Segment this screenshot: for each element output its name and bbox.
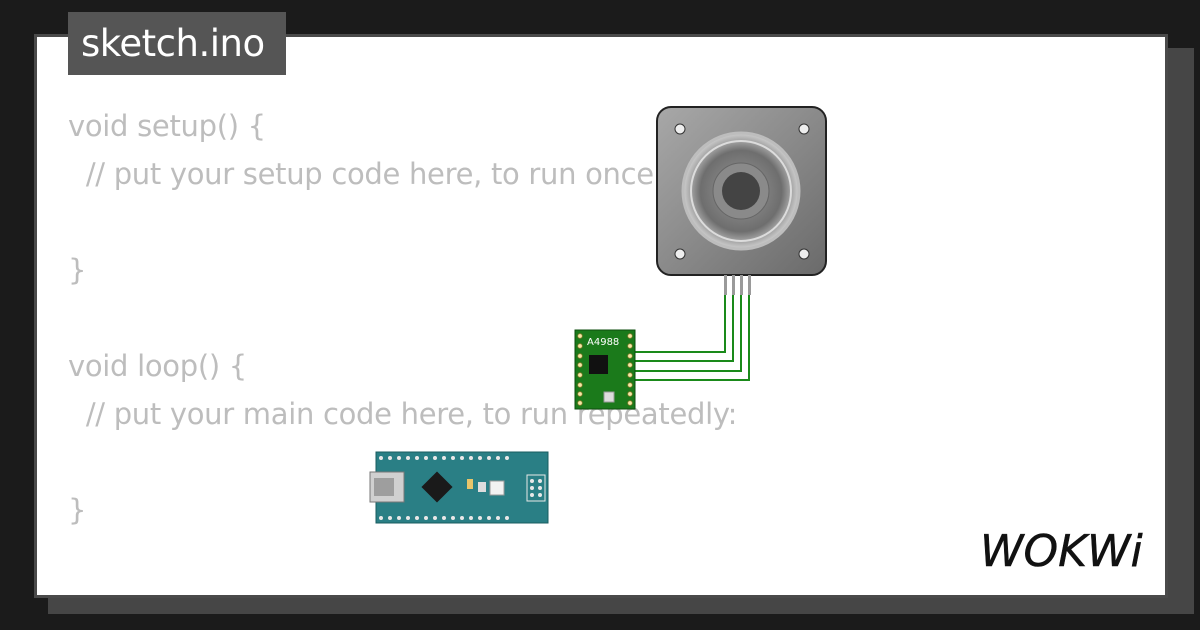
code-editor[interactable]: void setup() { // put your setup code he… [68, 102, 737, 534]
driver-label: A4988 [587, 337, 619, 348]
code-line: } [68, 253, 87, 287]
code-line: void setup() { [68, 109, 266, 143]
code-line: void loop() { [68, 349, 247, 383]
code-line: } [68, 493, 87, 527]
motor-wires [630, 295, 750, 381]
code-line: // put your main code here, to run repea… [68, 397, 738, 431]
arduino-nano[interactable] [369, 451, 549, 524]
filename-label: sketch.ino [81, 22, 265, 65]
filename-tab[interactable]: sketch.ino [68, 12, 286, 75]
stepper-motor[interactable] [656, 106, 827, 295]
wokwi-logo: WOKWi [980, 526, 1144, 574]
wokwi-logo-text: WOKWi [980, 526, 1143, 574]
preview-card [34, 34, 1168, 598]
code-line: // put your setup code here, to run once… [68, 157, 664, 191]
a4988-driver-board[interactable]: A4988 [574, 329, 636, 410]
